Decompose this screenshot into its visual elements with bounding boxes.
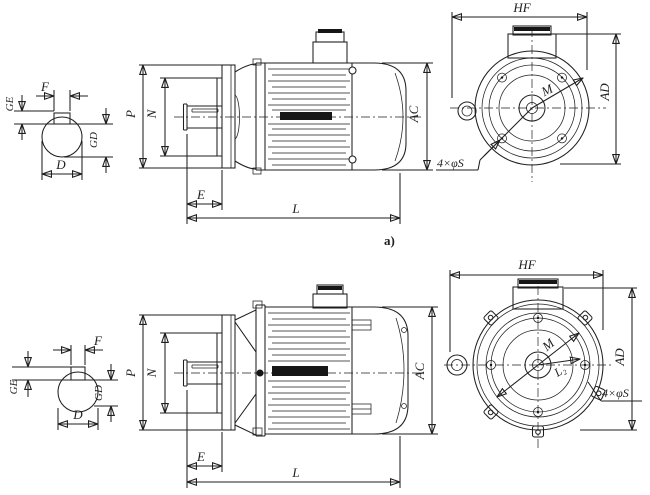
dim-label-n: N: [144, 367, 159, 378]
dim-label-d: D: [55, 157, 66, 172]
bottom-front-view: HF AD M L₂ 4×φS: [444, 257, 642, 448]
dim-label-e: E: [196, 187, 205, 202]
bottom-side-view: P N E L AC: [123, 284, 438, 488]
dim-label-p: P: [123, 369, 138, 378]
flange-outline: [450, 25, 606, 182]
rim-lugs: [483, 310, 606, 438]
caption-a: a): [384, 233, 395, 248]
dimension-lines: [139, 306, 438, 488]
dim-label-d: D: [72, 407, 83, 422]
bottom-shaft-section: F GE GD D: [8, 333, 118, 430]
dim-label-ge: GE: [8, 379, 20, 394]
dimension-lines: [14, 90, 113, 180]
dim-label-p: P: [123, 110, 138, 119]
dim-label-ad: AD: [597, 83, 612, 102]
motor-outline: [174, 29, 422, 175]
dim-label-gd: GD: [93, 385, 105, 401]
dim-label-hf: HF: [517, 257, 536, 272]
flange-outline: [444, 278, 612, 448]
dim-label-l: L: [291, 201, 299, 216]
dim-label-ac: AC: [412, 362, 427, 380]
shaft-outline: [41, 112, 83, 158]
dimension-lines: [139, 63, 433, 224]
top-side-view: P N E L AC: [123, 29, 433, 224]
dim-label-e: E: [196, 449, 205, 464]
dimension-lines: [436, 12, 621, 171]
shaft-outline: [57, 366, 99, 413]
dim-label-gd: GD: [88, 132, 100, 148]
bolt-note: 4×φS: [602, 386, 629, 400]
motor-outline: [174, 284, 422, 437]
dimension-lines: [449, 270, 642, 431]
top-shaft-section: F GE GD D: [4, 79, 113, 180]
bolt-note: 4×φS: [437, 156, 464, 170]
dimension-lines: [12, 345, 118, 430]
dim-label-ad: AD: [612, 348, 627, 367]
dim-label-hf: HF: [512, 0, 531, 15]
dim-label-l2: L₂: [551, 362, 569, 380]
dim-label-f: F: [40, 79, 50, 94]
dim-label-l: L: [291, 465, 299, 480]
dim-label-f: F: [93, 333, 103, 348]
dim-label-ge: GE: [4, 96, 16, 111]
dim-label-ac: AC: [406, 105, 421, 123]
dim-label-n: N: [144, 108, 159, 119]
flange-bolt-holes: [486, 313, 590, 417]
top-front-view: HF AD M 4×φS: [436, 0, 621, 182]
